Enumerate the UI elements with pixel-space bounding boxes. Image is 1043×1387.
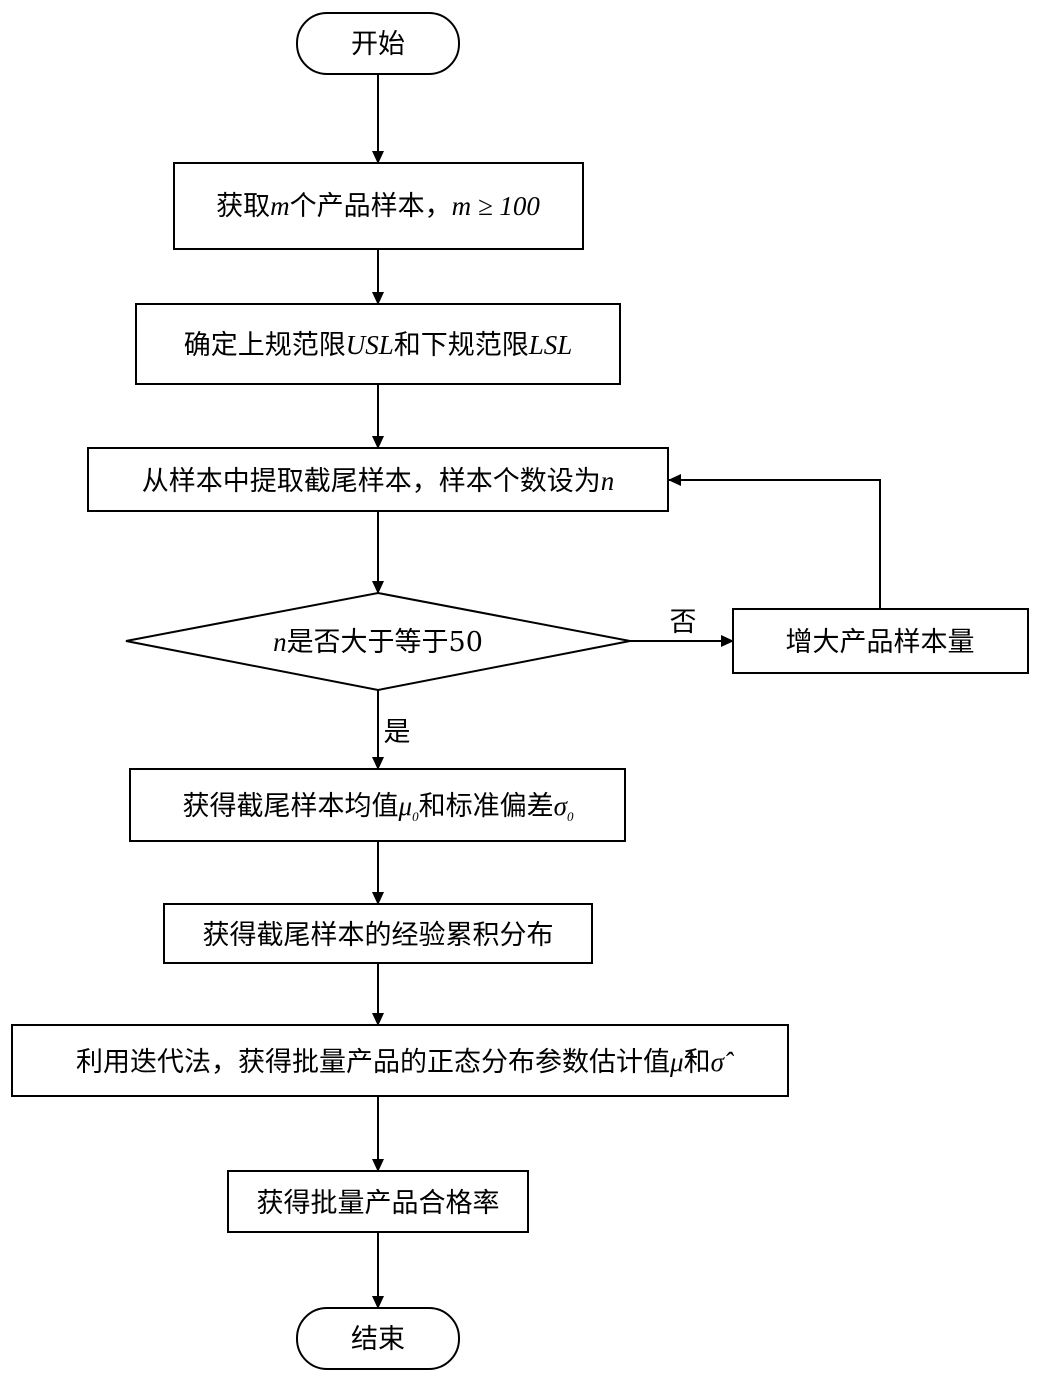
node-get-samples: 获取m个产品样本，m ≥ 100 [173, 162, 584, 250]
node-pass-rate: 获得批量产品合格率 [227, 1170, 529, 1233]
node-decision-label: n是否大于等于50 [273, 627, 483, 658]
node-increase-label: 增大产品样本量 [786, 627, 975, 658]
node-pass-rate-label: 获得批量产品合格率 [257, 1188, 500, 1219]
node-iterate: 利用迭代法，获得批量产品的正态分布参数估计值μ̂和σ̂ [11, 1024, 789, 1097]
node-ecdf: 获得截尾样本的经验累积分布 [163, 903, 593, 964]
node-set-limits-label: 确定上规范限USL和下规范限LSL [184, 330, 573, 361]
node-increase: 增大产品样本量 [732, 608, 1029, 674]
edge-label-yes: 是 [384, 717, 411, 748]
node-mean-std-label: 获得截尾样本均值μ0和标准偏差σ0 [183, 791, 574, 824]
node-end: 结束 [296, 1307, 460, 1370]
node-start: 开始 [296, 12, 460, 75]
node-extract-label: 从样本中提取截尾样本，样本个数设为n [142, 466, 615, 497]
node-set-limits: 确定上规范限USL和下规范限LSL [135, 303, 621, 385]
node-end-label: 结束 [351, 1324, 405, 1355]
edge-label-no: 否 [670, 607, 697, 638]
node-mean-std: 获得截尾样本均值μ0和标准偏差σ0 [129, 768, 626, 842]
node-iterate-label: 利用迭代法，获得批量产品的正态分布参数估计值μ̂和σ̂ [76, 1047, 735, 1078]
node-decision: n是否大于等于50 [125, 591, 631, 692]
node-extract: 从样本中提取截尾样本，样本个数设为n [87, 447, 669, 512]
node-get-samples-label: 获取m个产品样本，m ≥ 100 [216, 191, 540, 222]
edge-increase-to-extract [668, 474, 881, 609]
node-start-label: 开始 [351, 29, 405, 60]
node-ecdf-label: 获得截尾样本的经验累积分布 [203, 920, 554, 951]
